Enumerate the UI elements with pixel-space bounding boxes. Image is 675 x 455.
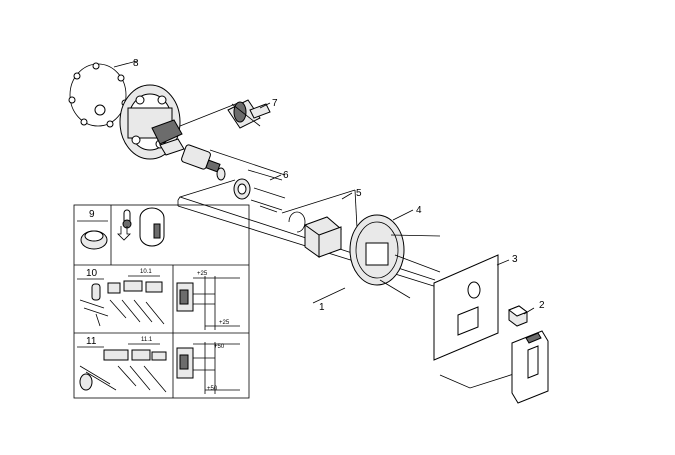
extension-kit-11-parts [79,349,167,393]
callout-7: 7 [272,98,278,109]
callout-4: 4 [416,205,422,216]
callout-6: 6 [283,170,289,181]
dim-10-bottom: +25 [219,320,230,326]
dim-11-top: +50 [214,344,225,350]
callout-2: 2 [539,300,545,311]
bath-shower-icon [139,207,165,247]
cover-plate-part-3 [433,254,499,361]
accessory-panel: 9 10 10.1 [73,204,250,399]
callout-10: 10 [86,268,98,279]
extension-diagram-11 [176,342,240,394]
thermostat-icon [117,209,132,241]
callout-8: 8 [133,58,139,69]
callout-10-1: 10.1 [140,269,152,275]
extension-diagram-10 [176,276,240,330]
lever-handle [511,330,549,404]
cartridge-part-7 [227,99,271,129]
screws-part-6 [233,178,286,213]
concealed-housing-body [119,84,185,160]
sleeve-part-5 [288,211,342,258]
callout-11-1: 11.1 [141,337,153,343]
dim-11-bottom: +50 [207,386,218,392]
callout-1: 1 [319,302,325,313]
knob-part-2 [507,305,529,327]
extension-kit-10-parts [79,280,165,327]
dim-10-top: +25 [197,271,208,277]
mounting-plate-part-4 [349,214,441,299]
callout-9: 9 [89,209,95,220]
thermo-knob-spare [80,230,108,250]
callout-3: 3 [512,254,518,265]
diverter-cartridge [181,144,226,181]
callout-leaders [259,102,535,315]
callout-11: 11 [86,336,97,347]
callout-5: 5 [356,188,362,199]
